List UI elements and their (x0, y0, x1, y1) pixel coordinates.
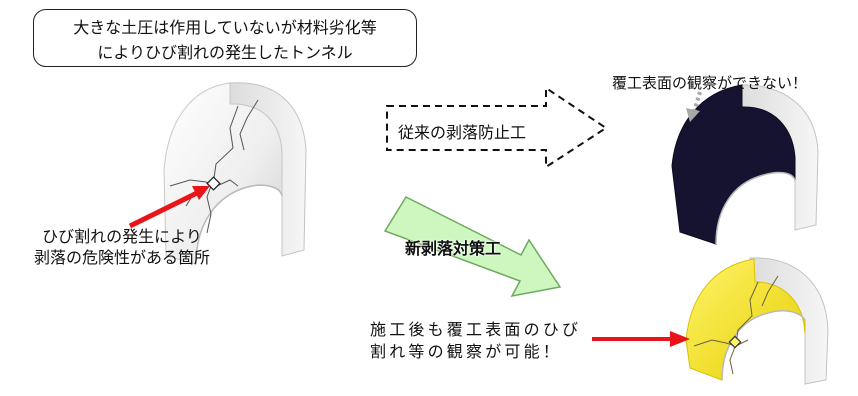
title-box: 大きな土圧は作用していないが材料劣化等 によりひび割れの発生したトンネル (33, 9, 417, 67)
crack-lines (169, 99, 259, 234)
tunnel-translucent (685, 257, 829, 385)
new-method-label: 新剥落対策工 (405, 239, 502, 258)
conventional-method-label: 従来の剥落防止工 (398, 123, 527, 142)
crack-risk-caption-line-1: ひび割れの発生により (42, 227, 202, 246)
tunnel-covered (671, 84, 819, 245)
crack-risk-caption-line-2: 剥落の危険性がある箇所 (33, 248, 210, 267)
red-arrow-to-translucent (592, 331, 690, 347)
red-arrow-to-crack (128, 186, 210, 229)
title-line-1: 大きな土圧は作用していないが材料劣化等 (73, 18, 377, 37)
observable-caption-line-1: 施工後も覆工表面のひび (370, 320, 582, 339)
crack-lines-visible (693, 275, 779, 375)
tunnel-cracked (163, 82, 307, 265)
observable-caption-line-2: 割れ等の観察が可能！ (370, 342, 563, 361)
observable-caption: 施工後も覆工表面のひび 割れ等の観察が可能！ (370, 319, 581, 363)
new-method-arrow (383, 196, 562, 298)
crack-risk-caption: ひび割れの発生により 剥落の危険性がある箇所 (0, 226, 244, 268)
crack-point-marker (206, 176, 221, 191)
gray-dotted-arrow (686, 91, 702, 122)
conventional-arrow (386, 86, 608, 169)
title-line-2: によりひび割れの発生したトンネル (97, 43, 353, 62)
crack-point-marker-visible (728, 335, 742, 349)
cannot-observe-label: 覆工表面の観察ができない！ (612, 74, 808, 92)
